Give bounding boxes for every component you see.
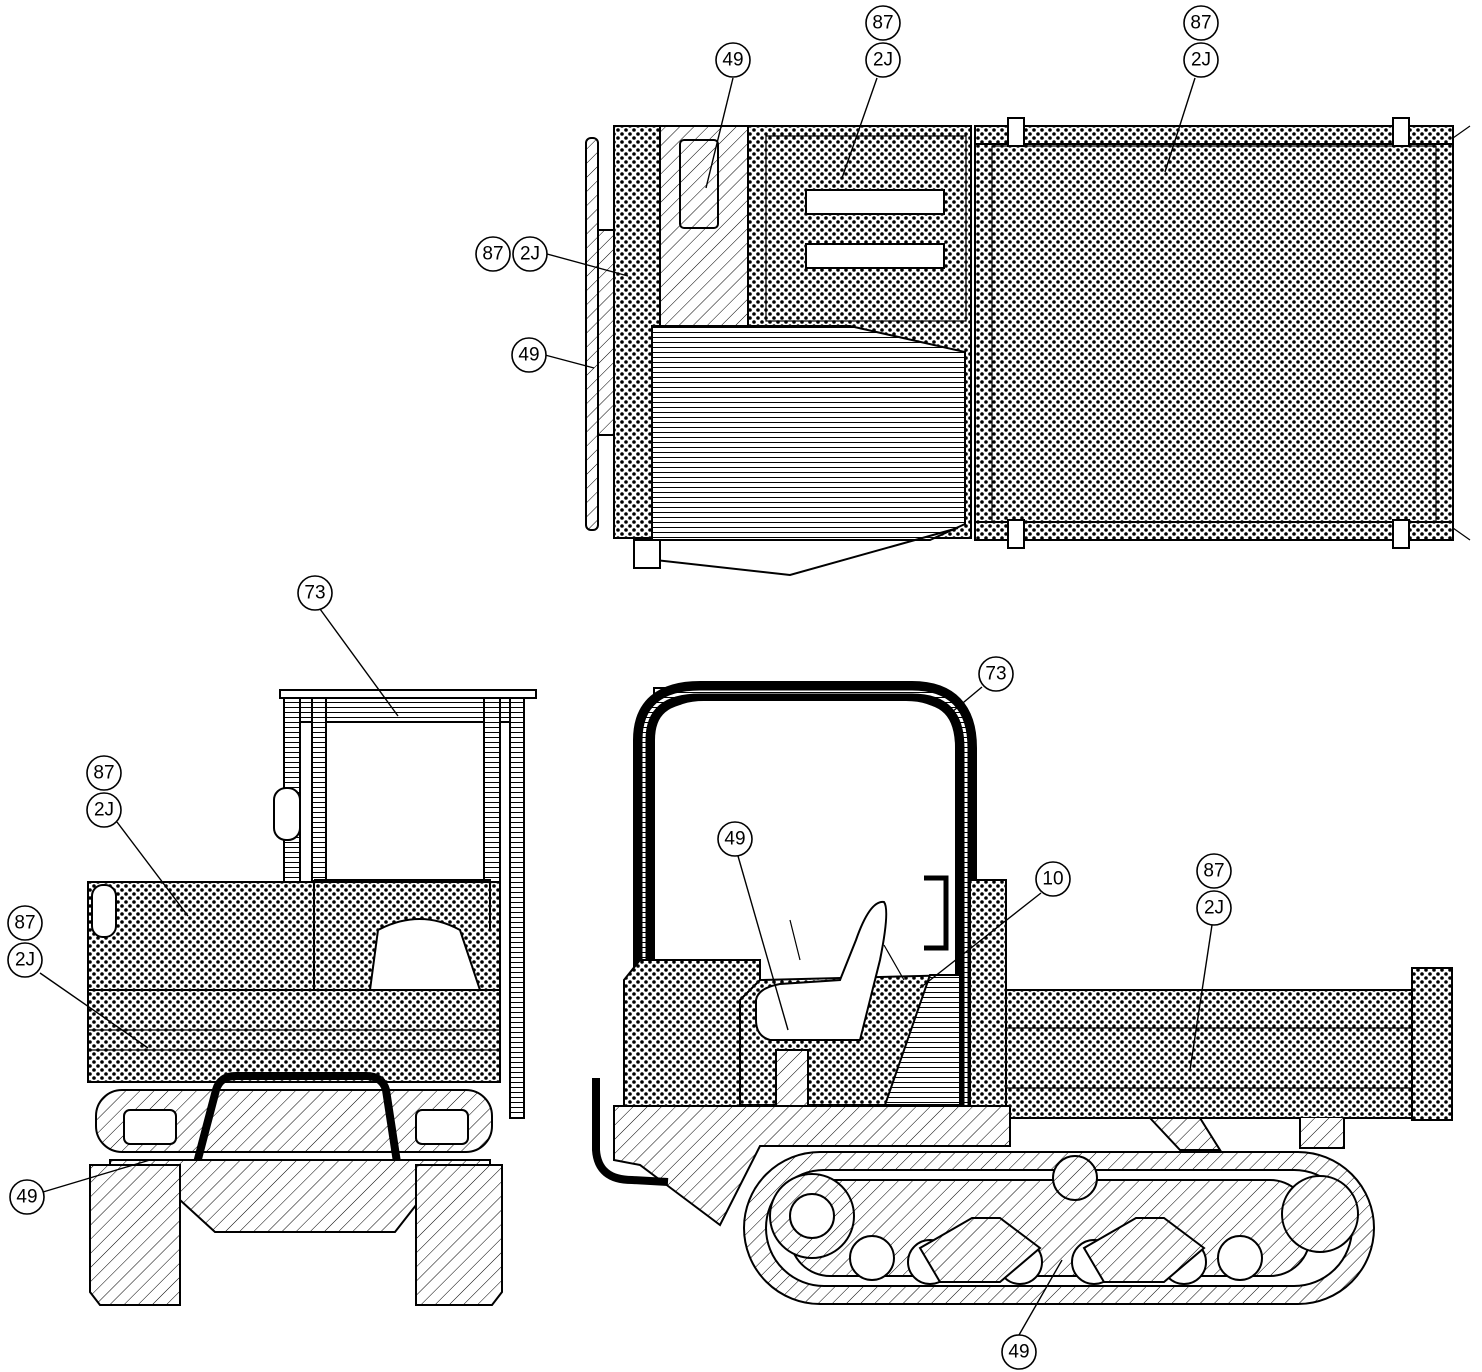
console-plate	[651, 325, 966, 541]
bed-lift-arm	[1147, 1117, 1345, 1151]
joystick	[789, 919, 905, 981]
carrier-roller	[1052, 1155, 1098, 1201]
chassis	[613, 1105, 1011, 1227]
column-plate	[679, 139, 719, 229]
canopy-frame-inner	[655, 701, 955, 1115]
side-view	[592, 681, 1453, 1305]
hinge	[1392, 117, 1410, 147]
panel-slot	[805, 189, 945, 215]
callout-49: 49	[1001, 1334, 1037, 1370]
track-right	[415, 1164, 503, 1306]
callout-2j: 2J	[7, 942, 43, 978]
rear-mirror	[91, 884, 117, 938]
canopy-roof	[279, 689, 537, 699]
callout-73: 73	[297, 575, 333, 611]
callout-label: 87	[1203, 861, 1224, 882]
headlight	[415, 1109, 469, 1145]
callout-label: 2J	[1204, 898, 1224, 919]
track-left	[89, 1164, 181, 1306]
canopy-post	[311, 697, 327, 899]
callout-label: 2J	[94, 800, 114, 821]
bed-rail-bottom	[974, 521, 1454, 541]
bogie-plate	[918, 1217, 1042, 1283]
callout-2j: 2J	[86, 792, 122, 828]
panel-slot	[805, 243, 945, 269]
latch	[1452, 125, 1471, 541]
callout-87: 87	[1183, 5, 1219, 41]
drive-hub	[789, 1193, 835, 1239]
callout-label: 49	[518, 345, 539, 366]
hinge	[1392, 519, 1410, 549]
callout-label: 87	[93, 763, 114, 784]
track-roller	[1217, 1235, 1263, 1281]
callout-label: 2J	[520, 244, 540, 265]
callout-2j: 2J	[1196, 890, 1232, 926]
hinge	[1007, 117, 1025, 147]
callout-label: 87	[872, 13, 893, 34]
callout-label: 87	[482, 244, 503, 265]
callout-label: 2J	[1191, 50, 1211, 71]
callout-87: 87	[1196, 853, 1232, 889]
hand-rail	[924, 875, 949, 951]
track-roller	[849, 1235, 895, 1281]
callout-2j: 2J	[512, 236, 548, 272]
front-bumper-arm	[592, 1078, 669, 1186]
callout-87: 87	[7, 905, 43, 941]
callout-10: 10	[1035, 861, 1071, 897]
callout-label: 73	[304, 583, 325, 604]
seat-pedestal	[775, 1049, 809, 1107]
callout-label: 73	[985, 664, 1006, 685]
hinge	[1007, 519, 1025, 549]
foot-plate	[633, 539, 661, 569]
callout-87: 87	[865, 5, 901, 41]
idler-wheel	[1281, 1175, 1359, 1253]
callout-label: 2J	[873, 50, 893, 71]
callout-49: 49	[511, 337, 547, 373]
front-view	[87, 689, 537, 1306]
callout-49: 49	[717, 821, 753, 857]
callout-label: 87	[1190, 13, 1211, 34]
callout-label: 49	[16, 1187, 37, 1208]
bed-tailgate	[1411, 967, 1453, 1121]
canopy-roof-lines	[299, 697, 511, 723]
callout-2j: 2J	[865, 42, 901, 78]
callout-label: 87	[14, 913, 35, 934]
grab-bar	[188, 1072, 404, 1184]
bed-rail-top	[974, 125, 1454, 145]
callout-87: 87	[475, 236, 511, 272]
canopy-frame-hatch	[642, 690, 968, 1115]
callout-2j: 2J	[1183, 42, 1219, 78]
callout-label: 49	[722, 50, 743, 71]
callouts: 49 87 2J 87 2J 87 2J 49	[7, 5, 1232, 1370]
leader-lines	[39, 77, 1213, 1336]
operator-seat	[755, 900, 888, 1041]
seat-back	[368, 918, 482, 991]
top-view	[585, 117, 1471, 577]
mirror	[273, 787, 301, 841]
callout-label: 2J	[15, 950, 35, 971]
callout-label: 49	[1008, 1342, 1029, 1363]
guard-rail	[585, 137, 599, 531]
panel-outline	[765, 135, 967, 322]
dump-bed	[974, 125, 1454, 539]
callout-49: 49	[715, 42, 751, 78]
callout-label: 10	[1042, 869, 1063, 890]
roll-bar	[313, 879, 491, 990]
headlight	[123, 1109, 177, 1145]
rear-column	[969, 879, 1007, 1117]
callout-label: 49	[724, 829, 745, 850]
canopy-post	[509, 697, 525, 1119]
bogie-plate	[1082, 1217, 1206, 1283]
deck-band	[87, 989, 501, 1083]
callout-49: 49	[9, 1179, 45, 1215]
callout-73: 73	[978, 656, 1014, 692]
dump-bed-side	[1005, 989, 1413, 1119]
callout-87: 87	[86, 755, 122, 791]
